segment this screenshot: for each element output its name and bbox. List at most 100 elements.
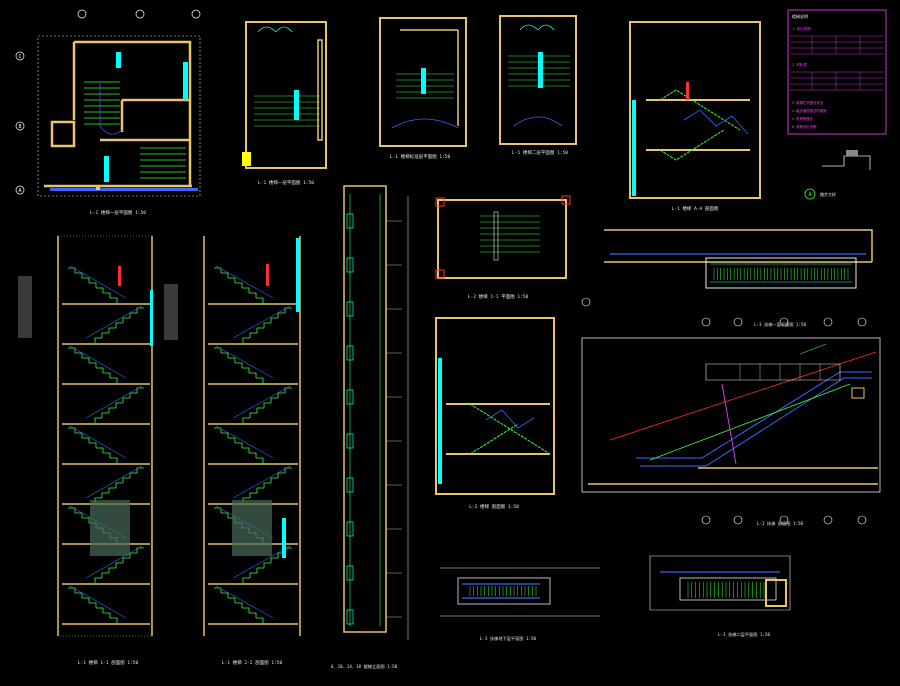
section-top: L-1 楼梯 A-A 剖面图: [629, 21, 761, 212]
section-b-handrail: [266, 264, 269, 286]
level-mark: [346, 609, 354, 625]
plan-1-grid-labels: C B A: [18, 54, 21, 194]
legend-grid-1: [790, 35, 884, 55]
section-b-caption: L-1 楼梯 2-2 剖面图 1:50: [222, 659, 283, 666]
legend-grid-2: [790, 71, 884, 91]
legend-section-1: 1.设计说明: [792, 26, 811, 31]
handrail-line: [69, 345, 127, 379]
handrail-line: [215, 345, 274, 379]
plan-1-railing-3: [104, 156, 109, 182]
grid-label-b: B: [18, 124, 21, 130]
section-b-hatch: [232, 500, 272, 556]
stair-flight: [68, 347, 118, 383]
handrail-line: [232, 305, 291, 339]
plan-view-2: L-1 楼梯一层平面图 1:50: [242, 21, 327, 186]
stair-flight: [214, 267, 264, 303]
stair-flight: [214, 427, 264, 463]
stair-flight: [242, 387, 292, 423]
section-top-caption: L-1 楼梯 A-A 剖面图: [672, 205, 719, 212]
escalator-plan-steps: [713, 268, 849, 280]
plan-3-arc: [391, 118, 459, 129]
plan-view-3: L-1 楼梯标准层平面图 1:50: [379, 17, 467, 160]
handrail-line: [85, 305, 143, 339]
level-mark: [346, 433, 354, 449]
level-mark: [346, 565, 354, 581]
plan-2-door-swing: [257, 26, 293, 33]
detail-a-bubble: [804, 188, 816, 200]
plan-4-railing: [538, 52, 543, 88]
level-mark: [346, 345, 354, 361]
level-mark: [346, 477, 354, 493]
escalator-section-caption: L-3 扶梯 剖面图 1:50: [757, 520, 804, 527]
section-b-text-block: [164, 284, 178, 340]
stair-flight: [94, 307, 144, 343]
detail-a-bubble-label: A: [808, 192, 811, 198]
plan-2-wall-inner: [317, 39, 323, 141]
stair-flight: [68, 587, 118, 623]
handrail-line: [69, 585, 127, 619]
handrail-line: [69, 265, 127, 299]
elevation-view: 6、10、14、18 楼梯立面图 1:50: [331, 185, 409, 670]
escalator-small-2: L-3 扶梯二层平面图 1:50: [649, 555, 791, 638]
plan-3-railing: [421, 68, 426, 94]
section-mid-caption: L-2 楼梯 剖面图 1:50: [469, 503, 519, 510]
detail-a: A 踏步大样: [804, 150, 871, 200]
legend-note-2: 4.踏步面层做法同楼面: [792, 108, 827, 113]
escalator-plan-caption: L-3 扶梯一层平面图 1:50: [754, 321, 806, 328]
section-a-flights: [62, 265, 150, 625]
section-a-text-block: [18, 276, 32, 338]
level-mark: [346, 213, 354, 229]
plan-3-caption: L-1 楼梯标准层平面图 1:50: [390, 153, 451, 160]
handrail-line: [215, 425, 274, 459]
handrail-line: [215, 265, 274, 299]
plan-mid: L-2 楼梯 1-1 平面图 1:50: [435, 195, 571, 300]
handrail-line: [232, 465, 291, 499]
escalator-small-1-steps: [469, 586, 537, 596]
plan-1-grid-bubbles: [15, 9, 201, 195]
stair-flight: [94, 467, 144, 503]
plan-mid-caption: L-2 楼梯 1-1 平面图 1:50: [468, 293, 529, 300]
section-b-railing-1: [296, 238, 300, 312]
escalator-section: L-3 扶梯 剖面图 1:50: [581, 337, 881, 527]
stair-flight: [214, 347, 264, 383]
stair-flight: [68, 427, 118, 463]
section-mid-railing: [438, 358, 442, 484]
grid-label-c: C: [18, 54, 21, 60]
section-a: L-1 楼梯 1-1 剖面图 1:50: [18, 235, 153, 666]
stair-flight: [94, 387, 144, 423]
handrail-line: [215, 585, 274, 619]
plan-2-railing: [294, 90, 299, 120]
grid-label-a: A: [18, 188, 21, 194]
plan-1-walls: [44, 40, 192, 188]
stair-flight: [68, 267, 118, 303]
level-mark: [346, 521, 354, 537]
legend-note-3: 5.防滑条做法: [792, 116, 814, 121]
section-a-caption: L-1 楼梯 1-1 剖面图 1:50: [78, 659, 139, 666]
section-b: L-1 楼梯 2-2 剖面图 1:50: [164, 236, 301, 666]
handrail-line: [85, 465, 143, 499]
plan-1-caption: L-1 楼梯一层平面图 1:50: [90, 209, 146, 216]
escalator-small-2-steps: [687, 582, 765, 598]
escalator-plan: L-3 扶梯一层平面图 1:50: [581, 229, 873, 328]
escalator-small-2-caption: L-3 扶梯二层平面图 1:50: [718, 631, 770, 638]
level-mark: [346, 389, 354, 405]
plan-1-railing-2: [183, 62, 188, 100]
detail-a-caption: 踏步大样: [820, 191, 836, 197]
elevation-level-marks: [346, 213, 402, 625]
section-a-hatch: [90, 500, 130, 556]
handrail-line: [232, 545, 291, 579]
section-top-railing: [632, 100, 636, 196]
escalator-small-1: L-3 扶梯地下层平面图 1:50: [440, 567, 600, 642]
plan-1-column: [96, 186, 100, 190]
section-b-railing-2: [282, 518, 286, 558]
section-a-handrail: [118, 266, 121, 286]
plan-1-stairs: [84, 81, 186, 179]
handrail-line: [69, 425, 127, 459]
section-top-handrail: [686, 82, 689, 100]
legend-title: 楼梯说明: [792, 13, 808, 19]
plan-mid-stairs: [480, 215, 540, 253]
plan-2-stairs: [254, 95, 320, 127]
handrail-line: [232, 385, 291, 419]
elevation-caption: 6、10、14、18 楼梯立面图 1:50: [331, 663, 398, 670]
